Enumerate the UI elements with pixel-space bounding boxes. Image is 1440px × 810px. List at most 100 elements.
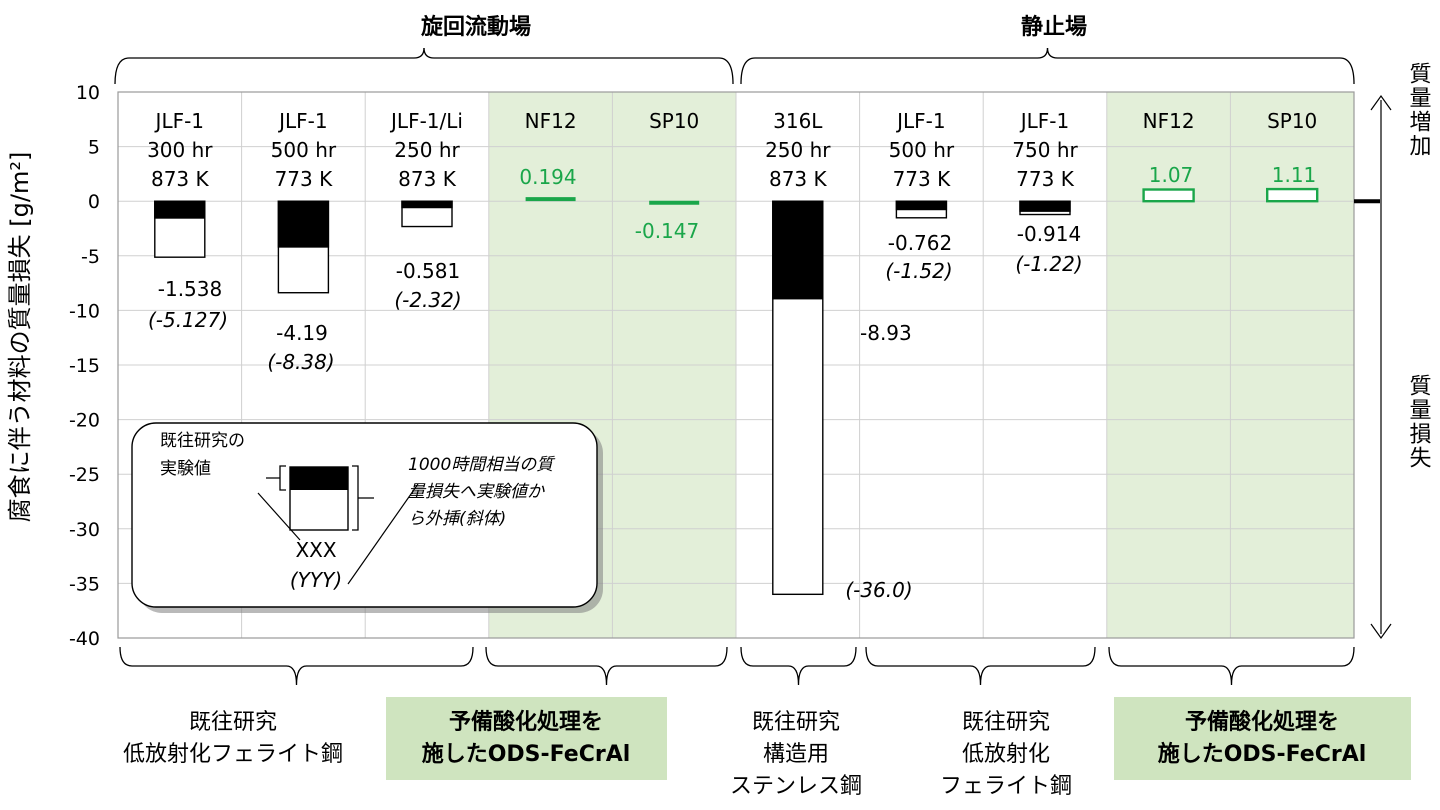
top-bracket-static — [1046, 47, 1355, 85]
y-tick-label: -35 — [69, 573, 100, 595]
measured-bar — [895, 200, 948, 211]
measured-bar — [277, 200, 330, 248]
column-condition-label: 750 hr — [1012, 138, 1078, 162]
measured-bar — [1019, 200, 1071, 212]
mass-loss-label: 質量損失 — [1406, 374, 1432, 470]
value-label: 1.07 — [1149, 163, 1194, 187]
bottom-category-label: 既往研究 — [189, 710, 277, 735]
column-condition-label: JLF-1/Li — [389, 109, 463, 133]
value-label: -0.762 — [888, 231, 952, 255]
bottom-category-label: ステンレス鋼 — [730, 774, 862, 799]
y-tick-label: -40 — [69, 628, 100, 650]
extrapolated-value-label: (-8.38) — [267, 350, 334, 374]
legend-sample-value: XXX — [295, 538, 336, 562]
group-brackets: 旋回流動場 静止場 — [114, 14, 1355, 686]
legend-previous-label: 既往研究の — [160, 431, 245, 451]
value-label: -8.93 — [860, 321, 912, 345]
legend-extrap-note: 1000時間相当の質 — [408, 455, 556, 475]
extrapolated-value-label: (-1.22) — [1015, 252, 1082, 276]
column-condition-label: 250 hr — [394, 138, 460, 162]
column-condition-label: 500 hr — [889, 138, 955, 162]
extrapolated-value-label: (-5.127) — [148, 308, 228, 332]
data-marks — [154, 187, 1319, 596]
group-title: 旋回流動場 — [421, 14, 531, 40]
legend-bracket-left — [266, 465, 286, 491]
column-condition-label: NF12 — [1143, 109, 1195, 133]
column-condition-label: JLF-1 — [277, 109, 328, 133]
column-condition-label: JLF-1 — [154, 109, 205, 133]
plot-border — [117, 91, 1355, 639]
bottom-category-label: 施したODS-FeCrAl — [422, 741, 631, 767]
column-condition-label: 316L — [773, 109, 823, 133]
y-tick-label: -5 — [81, 246, 100, 268]
column-condition-label: JLF-1 — [895, 109, 946, 133]
extrapolated-value-label: (-1.52) — [885, 259, 952, 283]
bottom-category-label: 既往研究 — [752, 710, 840, 735]
measured-bar — [401, 200, 453, 209]
bottom-category-label: 既往研究 — [962, 710, 1050, 735]
legend-sample-extrap: (YYY) — [290, 568, 342, 592]
legend-sample-measured-bar — [290, 467, 348, 490]
legend-frame — [131, 422, 598, 608]
legend-pointer-line — [347, 483, 419, 585]
highlight-label-bg — [1114, 697, 1411, 780]
arrow-up-head — [1370, 94, 1392, 111]
measured-bar — [154, 200, 206, 219]
legend-bracket-right — [352, 465, 374, 531]
bottom-bracket — [485, 646, 728, 686]
column-condition-label: 500 hr — [271, 138, 337, 162]
plot-frame — [117, 91, 1380, 639]
column-condition-label: 773 K — [1016, 167, 1075, 191]
legend-pointer-line — [257, 492, 301, 541]
value-label: 1.11 — [1272, 163, 1317, 187]
column-condition-label: SP10 — [649, 109, 699, 133]
highlight-label-bg — [386, 697, 667, 780]
column-condition-label: 873 K — [769, 167, 828, 191]
bottom-category-label: 施したODS-FeCrAl — [1158, 741, 1367, 767]
y-tick-label: 10 — [76, 82, 100, 104]
value-label: 0.194 — [519, 165, 576, 189]
legend-previous-label: 実験値 — [160, 459, 211, 479]
arrow-down-head — [1370, 623, 1392, 640]
y-tick-label: -30 — [69, 519, 100, 541]
legend-extrap-note: 量損失へ実験値か — [408, 482, 545, 502]
green-value-box — [1142, 188, 1195, 203]
y-tick-label: -10 — [69, 300, 100, 322]
group-title: 静止場 — [1021, 14, 1087, 40]
column-condition-label: SP10 — [1267, 109, 1317, 133]
legend-extrap-note: ら外挿(斜体) — [408, 509, 506, 529]
bottom-bracket — [740, 646, 857, 686]
value-label: -0.914 — [1017, 222, 1081, 246]
bottom-bracket — [1108, 646, 1355, 686]
extrapolated-value-label: (-2.32) — [394, 288, 461, 312]
bottom-category-label: 低放射化 — [962, 742, 1050, 767]
column-condition-label: NF12 — [525, 109, 577, 133]
y-tick-label: -15 — [69, 355, 100, 377]
bottom-category-label: 構造用 — [763, 742, 829, 767]
bottom-category-label: 低放射化フェライト鋼 — [123, 742, 343, 767]
extrapolated-value-label: (-36.0) — [845, 578, 912, 602]
column-labels: JLF-1 300 hr 873 K JLF-1 500 hr 773 K JLF-1/Li… — [147, 109, 1317, 191]
column-condition-label: 300 hr — [147, 138, 213, 162]
top-bracket-swirl — [114, 47, 425, 85]
y-tick-label: -20 — [69, 410, 100, 432]
column-condition-label: 773 K — [275, 167, 334, 191]
value-label: -1.538 — [158, 277, 222, 301]
y-tick-label: 5 — [88, 137, 100, 159]
bottom-category-label: 予備酸化処理を — [449, 709, 603, 735]
column-condition-label: 873 K — [151, 167, 210, 191]
y-tick-label: 0 — [88, 191, 100, 213]
top-bracket-swirl — [423, 47, 734, 85]
value-label: -4.19 — [276, 321, 328, 345]
bottom-bracket — [119, 646, 474, 686]
column-condition-label: 773 K — [893, 167, 952, 191]
y-axis-title: 腐食に伴う材料の質量損失 [g/m²] — [6, 152, 34, 523]
green-value-box — [1265, 187, 1319, 203]
value-label: -0.581 — [396, 259, 460, 283]
value-label: -0.147 — [635, 219, 699, 243]
